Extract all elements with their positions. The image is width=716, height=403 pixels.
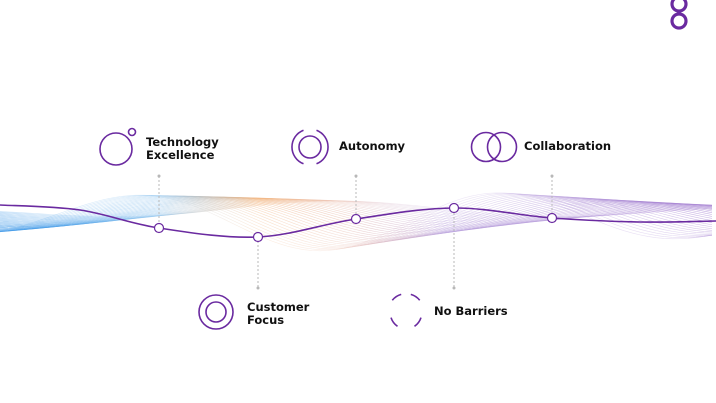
connector-end-dot	[157, 174, 161, 178]
wave-strand	[0, 192, 713, 252]
node-collaboration	[546, 212, 558, 224]
wave-strand	[0, 195, 713, 245]
connector-end-dot	[452, 286, 456, 290]
overlapping-circles-icon	[470, 131, 518, 163]
label-no-barriers: No Barriers	[434, 305, 508, 318]
label-line: No Barriers	[434, 304, 508, 318]
label-technology-excellence: Technology Excellence	[146, 136, 219, 162]
wave-strand	[0, 193, 713, 250]
connector-end-dot	[354, 174, 358, 178]
circle-in-brackets-icon	[291, 129, 329, 165]
label-line: Customer	[247, 300, 310, 314]
label-customer-focus: Customer Focus	[247, 301, 309, 327]
label-autonomy: Autonomy	[339, 140, 405, 153]
stacked-rings-logo-icon	[670, 0, 688, 30]
wave-strand	[0, 195, 713, 241]
node-customer-focus	[252, 231, 264, 243]
wave-strand	[0, 195, 713, 242]
node-technology-excellence	[153, 222, 165, 234]
label-line: Technology	[146, 135, 219, 149]
connector-end-dot	[256, 286, 260, 290]
connector-end-dot	[550, 174, 554, 178]
node-no-barriers	[448, 202, 460, 214]
label-line: Collaboration	[524, 139, 612, 153]
label-line: Excellence	[146, 148, 215, 162]
concentric-circles-icon	[198, 294, 234, 330]
label-line: Autonomy	[339, 139, 406, 153]
connector-lines	[158, 176, 553, 288]
node-autonomy	[350, 213, 362, 225]
circle-with-satellite-icon	[99, 127, 137, 166]
label-collaboration: Collaboration	[524, 140, 611, 153]
label-line: Focus	[247, 313, 285, 327]
broken-circle-icon	[390, 293, 422, 327]
wave-strand	[0, 197, 713, 229]
wave-strand	[0, 192, 713, 251]
wave-strand	[0, 195, 713, 244]
